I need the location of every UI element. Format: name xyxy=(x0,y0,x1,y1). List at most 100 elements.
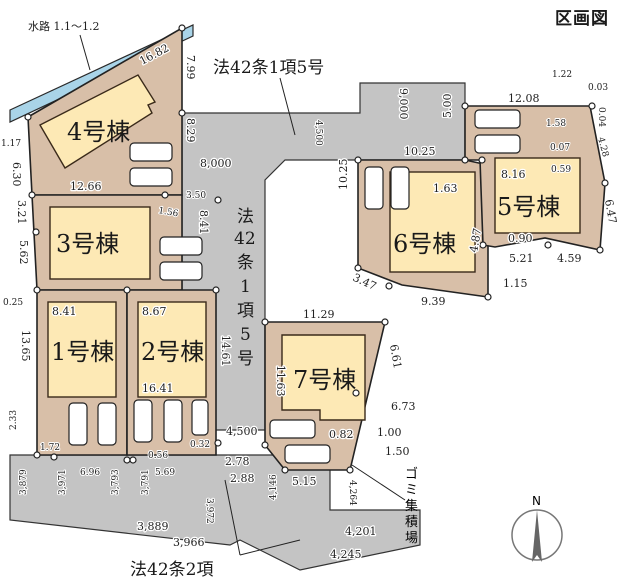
svg-text:4,146: 4,146 xyxy=(269,474,279,500)
svg-text:10.25: 10.25 xyxy=(404,145,436,158)
svg-text:3,879: 3,879 xyxy=(19,469,29,495)
building-label-3: 3号棟 xyxy=(56,230,119,258)
svg-text:6.47: 6.47 xyxy=(602,198,619,224)
svg-text:8.16: 8.16 xyxy=(501,168,526,181)
road-label-vertical: 法 42 条 1 項 5 号 xyxy=(234,207,256,369)
svg-text:3,972: 3,972 xyxy=(204,498,214,524)
svg-text:5.15: 5.15 xyxy=(292,475,317,488)
svg-text:3,971: 3,971 xyxy=(58,469,68,495)
svg-text:6.96: 6.96 xyxy=(80,468,100,478)
svg-text:4,500: 4,500 xyxy=(313,120,323,146)
svg-text:1.15: 1.15 xyxy=(503,277,528,290)
north-arrow: N xyxy=(511,494,563,562)
svg-text:積: 積 xyxy=(405,515,418,530)
svg-text:1.50: 1.50 xyxy=(385,445,410,458)
svg-text:9.39: 9.39 xyxy=(421,295,446,308)
svg-text:3.21: 3.21 xyxy=(15,200,28,225)
svg-text:1.58: 1.58 xyxy=(546,119,566,129)
svg-text:4,264: 4,264 xyxy=(347,480,357,506)
svg-text:3,966: 3,966 xyxy=(173,536,205,549)
svg-text:10.25: 10.25 xyxy=(337,159,350,191)
svg-text:4,201: 4,201 xyxy=(345,525,377,538)
road-label-top: 法42条1項5号 xyxy=(213,58,324,78)
svg-text:12.08: 12.08 xyxy=(508,92,540,105)
svg-text:0.03: 0.03 xyxy=(588,83,608,93)
svg-text:6.73: 6.73 xyxy=(391,400,416,413)
leader-lines xyxy=(79,34,406,556)
waterway-label: 水路 1.1〜1.2 xyxy=(28,20,99,33)
svg-text:0.59: 0.59 xyxy=(551,165,571,175)
svg-text:8.41: 8.41 xyxy=(52,305,77,318)
svg-text:号: 号 xyxy=(237,349,254,369)
svg-text:0.56: 0.56 xyxy=(148,451,168,461)
house-7 xyxy=(281,334,366,421)
building-label-1: 1号棟 xyxy=(51,338,114,366)
svg-text:8.41: 8.41 xyxy=(197,210,210,235)
garbage-station-label: ゴミ集 積場 xyxy=(405,466,418,546)
svg-text:0.90: 0.90 xyxy=(508,232,533,245)
svg-text:4,500: 4,500 xyxy=(226,425,258,438)
svg-text:12.66: 12.66 xyxy=(70,180,102,193)
svg-text:3,793: 3,793 xyxy=(111,469,121,495)
svg-text:8,000: 8,000 xyxy=(200,157,232,170)
svg-text:2.78: 2.78 xyxy=(225,455,250,468)
svg-text:1.56: 1.56 xyxy=(157,206,179,219)
svg-text:2.33: 2.33 xyxy=(9,410,19,430)
svg-text:5.21: 5.21 xyxy=(509,252,534,265)
svg-text:5.62: 5.62 xyxy=(17,240,30,265)
road-label-bottom: 法42条2項 xyxy=(130,560,213,580)
svg-text:13.65: 13.65 xyxy=(19,330,32,362)
svg-text:集: 集 xyxy=(405,498,418,514)
svg-text:4.59: 4.59 xyxy=(557,252,582,265)
svg-text:4,245: 4,245 xyxy=(330,548,362,561)
svg-text:42: 42 xyxy=(234,229,256,249)
svg-text:14.61: 14.61 xyxy=(219,335,232,367)
svg-text:条: 条 xyxy=(237,253,254,273)
svg-text:1.00: 1.00 xyxy=(377,426,402,439)
svg-text:項: 項 xyxy=(237,301,254,321)
house-2 xyxy=(137,301,207,398)
svg-text:7.99: 7.99 xyxy=(184,55,197,80)
svg-text:2.88: 2.88 xyxy=(230,472,255,485)
svg-text:8.67: 8.67 xyxy=(142,305,167,318)
svg-text:1: 1 xyxy=(240,277,251,297)
house-5 xyxy=(494,157,581,234)
svg-text:0.82: 0.82 xyxy=(329,428,354,441)
house-6 xyxy=(389,171,476,273)
svg-text:3,791: 3,791 xyxy=(141,469,151,495)
svg-text:3,889: 3,889 xyxy=(137,520,169,533)
svg-text:場: 場 xyxy=(405,531,418,546)
svg-text:0.04: 0.04 xyxy=(596,107,606,127)
svg-text:9,000: 9,000 xyxy=(397,88,410,120)
svg-text:5: 5 xyxy=(240,325,251,345)
dimensions: 16.82 7.99 8.29 1.17 6.30 12.66 3.50 8,0… xyxy=(0,40,620,562)
house-4 xyxy=(39,74,157,169)
diagram-title: 区画図 xyxy=(555,9,609,29)
svg-text:1.17: 1.17 xyxy=(1,139,21,149)
svg-text:3.50: 3.50 xyxy=(186,191,206,201)
svg-text:ゴ: ゴ xyxy=(405,466,418,482)
svg-text:0.32: 0.32 xyxy=(190,440,210,450)
svg-text:16.41: 16.41 xyxy=(142,382,174,395)
cars xyxy=(68,109,521,464)
survey-points xyxy=(24,24,609,474)
svg-text:8.29: 8.29 xyxy=(184,118,197,143)
building-label-6: 6号棟 xyxy=(393,230,456,258)
svg-text:1.63: 1.63 xyxy=(433,182,458,195)
svg-text:法: 法 xyxy=(237,207,254,227)
svg-text:1.72: 1.72 xyxy=(40,443,60,453)
svg-text:0.25: 0.25 xyxy=(3,298,23,308)
building-label-5: 5号棟 xyxy=(497,193,560,221)
svg-text:4.87: 4.87 xyxy=(467,227,484,253)
svg-text:0.07: 0.07 xyxy=(550,143,570,153)
svg-text:11.29: 11.29 xyxy=(303,308,335,321)
svg-text:ミ: ミ xyxy=(405,483,418,498)
svg-text:N: N xyxy=(532,494,541,508)
svg-text:1.22: 1.22 xyxy=(552,70,572,80)
road-bottom-section xyxy=(9,454,421,571)
building-label-2: 2号棟 xyxy=(141,338,204,366)
svg-text:6.61: 6.61 xyxy=(387,343,404,369)
svg-text:11.63: 11.63 xyxy=(274,365,287,397)
svg-text:5.00: 5.00 xyxy=(441,94,454,119)
